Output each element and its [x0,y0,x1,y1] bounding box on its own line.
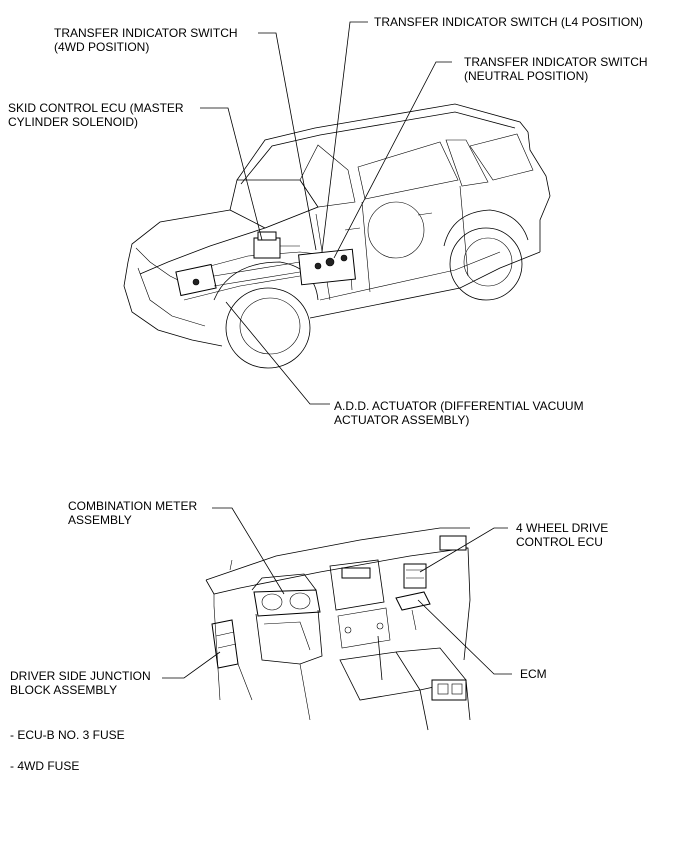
vehicle-illustration [123,103,551,369]
leader-lines-top [200,21,452,405]
label-combination-meter: COMBINATION METER ASSEMBLY [68,499,197,527]
label-transfer-l4-text: TRANSFER INDICATOR SWITCH (L4 POSITION) [374,15,643,29]
fuse-item-4wd: - 4WD FUSE [10,759,79,773]
fuse-item-ecu-b-no3: - ECU-B NO. 3 FUSE [10,728,125,742]
label-transfer-indicator-switch-l4: TRANSFER INDICATOR SWITCH (L4 POSITION) [374,15,643,29]
label-4wd-control-ecu: 4 WHEEL DRIVE CONTROL ECU [516,521,608,549]
label-transfer-indicator-switch-neutral: TRANSFER INDICATOR SWITCH (NEUTRAL POSIT… [464,55,648,83]
label-ecm: ECM [520,667,547,681]
label-4wd-ecu-text: 4 WHEEL DRIVE CONTROL ECU [516,521,609,549]
label-transfer-4wd-text: TRANSFER INDICATOR SWITCH (4WD POSITION) [54,26,238,54]
label-ecm-text: ECM [520,667,547,681]
fuse-item-text: - 4WD FUSE [10,759,80,773]
leader-lines-bottom [162,507,512,679]
fuse-item-text: - ECU-B NO. 3 FUSE [10,728,125,742]
label-add-actuator: A.D.D. ACTUATOR (DIFFERENTIAL VACUUM ACT… [334,399,584,427]
label-transfer-indicator-switch-4wd: TRANSFER INDICATOR SWITCH (4WD POSITION) [54,26,238,54]
label-transfer-neutral-text: TRANSFER INDICATOR SWITCH (NEUTRAL POSIT… [464,55,648,83]
label-skid-control-text: SKID CONTROL ECU (MASTER CYLINDER SOLENO… [8,101,184,129]
label-driver-side-junction-block: DRIVER SIDE JUNCTION BLOCK ASSEMBLY [10,669,151,697]
label-combination-meter-text: COMBINATION METER ASSEMBLY [68,499,198,527]
label-add-actuator-text: A.D.D. ACTUATOR (DIFFERENTIAL VACUUM ACT… [334,399,584,427]
instrument-panel-illustration [205,527,471,731]
label-skid-control-ecu: SKID CONTROL ECU (MASTER CYLINDER SOLENO… [8,101,184,129]
label-junction-block-text: DRIVER SIDE JUNCTION BLOCK ASSEMBLY [10,669,151,697]
